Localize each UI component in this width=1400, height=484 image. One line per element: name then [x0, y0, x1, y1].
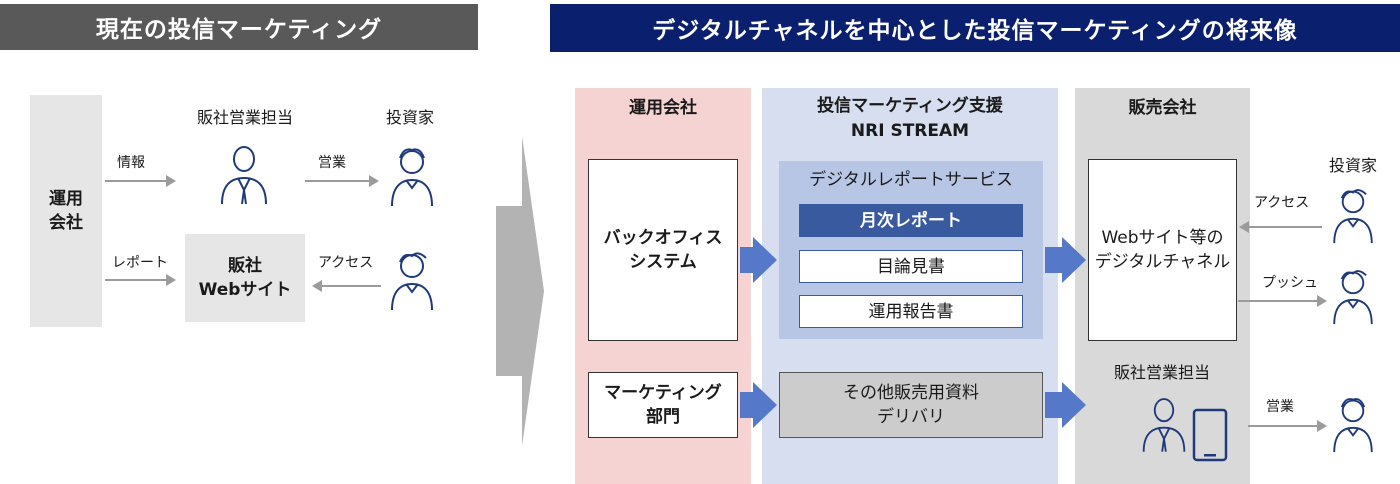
col2-header: 投信マーケティング支援 NRI STREAM [817, 96, 1003, 141]
digital-report-title: デジタルレポートサービス [809, 170, 1013, 190]
col1-header: 運用会社 [629, 98, 697, 118]
flow-arrow-shaft [1045, 392, 1063, 418]
flow-arrow [1062, 382, 1086, 428]
flow-arrow-shaft [740, 247, 754, 273]
push-label: プッシュ [1262, 275, 1318, 291]
marketing-dept-box: マーケティング 部門 [588, 372, 738, 438]
investor-label-top: 投資家 [385, 108, 434, 127]
left-banner: 現在の投信マーケティング [0, 4, 478, 50]
access-label: アクセス [318, 255, 374, 271]
operation-report-box: 運用報告書 [799, 295, 1023, 328]
access-label-right: アクセス [1254, 195, 1310, 211]
distributor-website-box: 販社 Webサイト [185, 234, 305, 322]
investor-icon [391, 148, 433, 207]
report-arrowhead [166, 274, 176, 286]
sales-label: 営業 [318, 155, 346, 171]
investor-icon [1333, 398, 1373, 453]
businessman-icon [1142, 398, 1186, 452]
other-materials-box: その他販売用資料 デリバリ [779, 372, 1043, 438]
sales-label-right: 営業 [1266, 399, 1294, 415]
access-arrowhead-right [1239, 221, 1249, 233]
access-arrowhead [312, 280, 322, 292]
col3-header: 販売会社 [1128, 98, 1197, 118]
investor-icon [391, 252, 433, 311]
businessman-icon [221, 146, 267, 205]
push-arrow [1238, 300, 1318, 302]
investor-label-right: 投資家 [1328, 156, 1377, 175]
tablet-icon [1192, 408, 1228, 462]
push-arrowhead [1317, 295, 1327, 307]
flow-arrow-shaft [740, 392, 754, 418]
info-arrow [105, 180, 167, 182]
info-arrowhead [166, 175, 176, 187]
asset-manager-box: 運用 会社 [30, 95, 102, 327]
monthly-report-box: 月次レポート [799, 204, 1023, 237]
sales-rep-label: 販社営業担当 [196, 108, 293, 127]
sales-arrowhead-right [1317, 420, 1327, 432]
report-arrow [105, 279, 167, 281]
sales-arrow-right [1248, 425, 1318, 427]
backoffice-system-box: バックオフィス システム [588, 159, 738, 341]
prospectus-box: 目論見書 [799, 250, 1023, 283]
web-channels-box: Webサイト等の デジタルチャネル [1088, 159, 1237, 341]
info-label: 情報 [117, 155, 145, 171]
big-transition-arrow [496, 136, 544, 446]
access-arrow-right [1248, 226, 1322, 228]
access-arrow [321, 285, 381, 287]
flow-arrow [1062, 237, 1086, 283]
report-label: レポート [112, 255, 168, 271]
investor-icon [1333, 189, 1373, 244]
flow-arrow [753, 237, 777, 283]
sales-arrowhead [369, 175, 379, 187]
flow-arrow [753, 382, 777, 428]
investor-icon [1333, 270, 1373, 325]
right-banner: デジタルチャネルを中心とした投信マーケティングの将来像 [550, 4, 1400, 52]
sales-rep-label-right: 販社営業担当 [1113, 363, 1210, 382]
sales-arrow [305, 180, 370, 182]
flow-arrow-shaft [1045, 247, 1063, 273]
